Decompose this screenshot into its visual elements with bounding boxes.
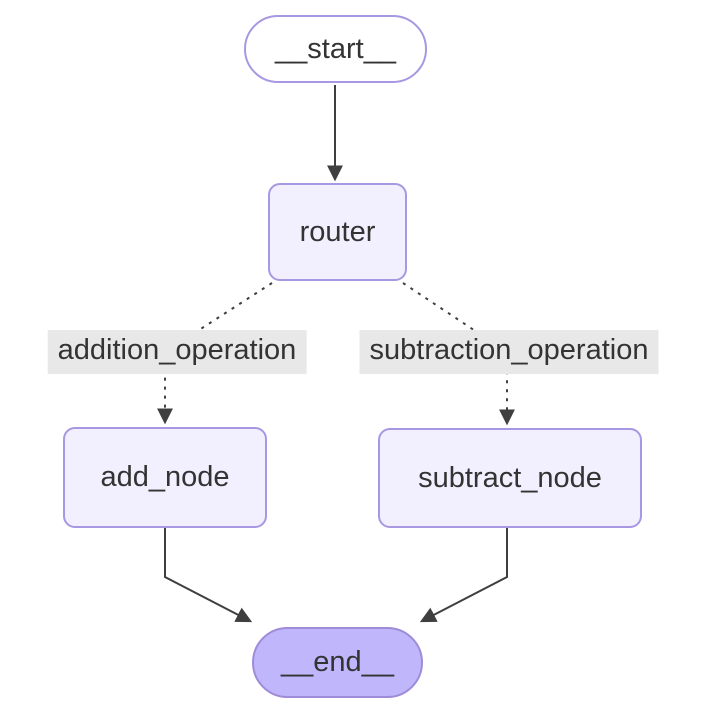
edge-label-subtraction-operation: subtraction_operation (359, 330, 659, 374)
edge-add-node-to-end (164, 528, 253, 623)
edge-router-to-subtract-node (402, 282, 515, 426)
node-end: __end__ (252, 627, 423, 698)
node-router: router (268, 183, 407, 281)
edge-label-addition-operation: addition_operation (47, 330, 307, 374)
node-subtract-node: subtract_node (378, 428, 642, 528)
edge-subtract-node-to-end (419, 528, 508, 623)
node-add-node: add_node (63, 427, 267, 528)
node-start: __start__ (244, 15, 427, 83)
